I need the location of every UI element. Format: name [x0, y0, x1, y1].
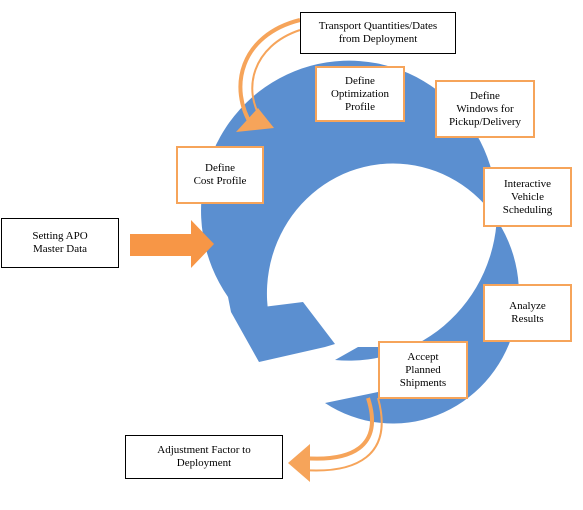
curved-arrow-top-head — [236, 108, 274, 132]
transport-quantities-label: Transport Quantities/Dates from Deployme… — [318, 20, 438, 45]
step-interactive-vehicle-scheduling: Interactive Vehicle Scheduling — [483, 167, 572, 227]
step-label: Interactive Vehicle Scheduling — [502, 177, 553, 216]
curved-arrow-bottom — [301, 397, 374, 461]
adjustment-factor-box: Adjustment Factor to Deployment — [125, 435, 283, 479]
step-accept-planned-shipments: Accept Planned Shipments — [378, 341, 468, 399]
input-arrow — [130, 220, 214, 268]
step-define-optimization-profile: Define Optimization Profile — [315, 66, 405, 122]
step-label: Define Cost Profile — [193, 162, 247, 187]
step-define-windows: Define Windows for Pickup/Delivery — [435, 80, 535, 138]
master-data-label: Setting APO Master Data — [32, 230, 88, 255]
step-label: Define Optimization Profile — [330, 74, 390, 113]
transport-quantities-box: Transport Quantities/Dates from Deployme… — [300, 12, 456, 54]
step-label: Accept Planned Shipments — [399, 350, 447, 389]
curved-arrow-top — [238, 18, 301, 128]
curved-arrow-bottom-head — [288, 444, 310, 482]
adjustment-factor-label: Adjustment Factor to Deployment — [157, 444, 251, 469]
cycle-arrow — [201, 60, 519, 424]
step-label: Analyze Results — [509, 300, 546, 325]
master-data-box: Setting APO Master Data — [1, 218, 119, 268]
step-define-cost-profile: Define Cost Profile — [176, 146, 264, 204]
step-label: Define Windows for Pickup/Delivery — [448, 89, 522, 128]
step-analyze-results: Analyze Results — [483, 284, 572, 342]
